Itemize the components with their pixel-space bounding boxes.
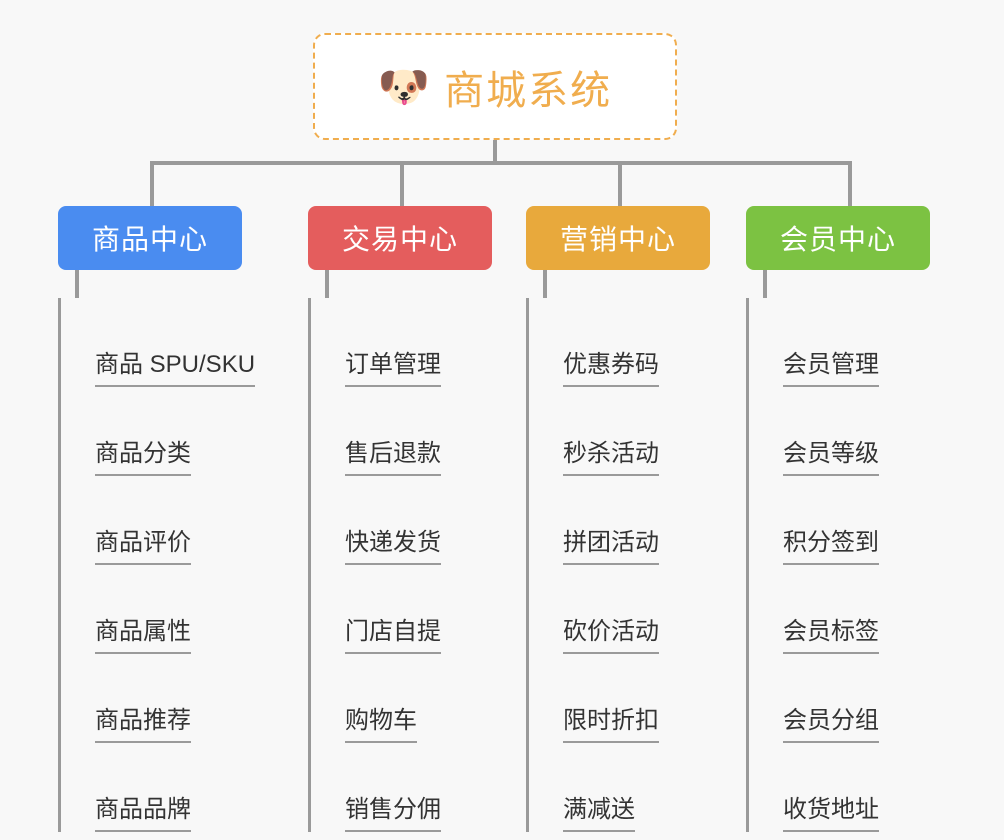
connector-drop-3 <box>618 161 622 206</box>
leaf-label: 销售分佣 <box>345 796 441 832</box>
branch-header-label-3: 营销中心 <box>559 224 676 255</box>
leaf-label: 商品分类 <box>95 440 191 476</box>
leaf-list-3: 优惠券码 秒杀活动 拼团活动 砍价活动 限时折扣 满减送 <box>526 298 710 832</box>
connector-drop-2 <box>400 161 404 206</box>
list-item[interactable]: 售后退款 <box>328 387 492 476</box>
list-item[interactable]: 门店自提 <box>328 565 492 654</box>
connector-branch-stem-1 <box>75 270 79 298</box>
branch-header-1[interactable]: 商品中心 <box>58 206 242 270</box>
root-node-shop-system[interactable]: 🐶 商城系统 <box>313 33 677 140</box>
connector-branch-stem-2 <box>325 270 329 298</box>
branch-header-label-2: 交易中心 <box>341 224 458 255</box>
leaf-list-2: 订单管理 售后退款 快递发货 门店自提 购物车 销售分佣 <box>308 298 492 832</box>
branch-header-2[interactable]: 交易中心 <box>308 206 492 270</box>
list-item[interactable]: 商品属性 <box>78 565 242 654</box>
list-item[interactable]: 订单管理 <box>328 298 492 387</box>
list-item[interactable]: 限时折扣 <box>546 654 710 743</box>
root-node-title: 商城系统 <box>444 68 613 113</box>
list-item[interactable]: 商品分类 <box>78 387 242 476</box>
leaf-label: 优惠券码 <box>563 351 659 387</box>
list-item[interactable]: 销售分佣 <box>328 743 492 832</box>
leaf-label: 砍价活动 <box>563 618 659 654</box>
branch-header-label-4: 会员中心 <box>779 224 896 255</box>
leaf-label: 商品推荐 <box>95 707 191 743</box>
leaf-label: 快递发货 <box>345 529 441 565</box>
list-item[interactable]: 积分签到 <box>766 476 930 565</box>
leaf-label: 商品评价 <box>95 529 191 565</box>
branch-column-1: 商品中心 商品 SPU/SKU 商品分类 商品评价 商品属性 商品推荐 商品品牌 <box>58 206 256 832</box>
leaf-label: 订单管理 <box>345 351 441 387</box>
leaf-label: 商品属性 <box>95 618 191 654</box>
list-item[interactable]: 秒杀活动 <box>546 387 710 476</box>
leaf-label: 门店自提 <box>345 618 441 654</box>
list-item[interactable]: 收货地址 <box>766 743 930 832</box>
leaf-label: 满减送 <box>563 796 635 832</box>
list-item[interactable]: 会员分组 <box>766 654 930 743</box>
connector-branch-stem-3 <box>543 270 547 298</box>
list-item[interactable]: 砍价活动 <box>546 565 710 654</box>
leaf-label: 会员等级 <box>783 440 879 476</box>
leaf-label: 拼团活动 <box>563 529 659 565</box>
leaf-label: 购物车 <box>345 707 417 743</box>
leaf-label: 会员管理 <box>783 351 879 387</box>
list-item[interactable]: 拼团活动 <box>546 476 710 565</box>
list-item[interactable]: 优惠券码 <box>546 298 710 387</box>
connector-drop-1 <box>150 161 154 206</box>
connector-horizontal-bus <box>150 161 852 165</box>
branch-header-4[interactable]: 会员中心 <box>746 206 930 270</box>
branch-header-label-1: 商品中心 <box>91 224 208 255</box>
leaf-label: 积分签到 <box>783 529 879 565</box>
branch-column-4: 会员中心 会员管理 会员等级 积分签到 会员标签 会员分组 收货地址 <box>746 206 930 832</box>
shiba-dog-face-icon: 🐶 <box>377 62 431 110</box>
list-item[interactable]: 购物车 <box>328 654 492 743</box>
list-item[interactable]: 会员标签 <box>766 565 930 654</box>
leaf-label: 商品品牌 <box>95 796 191 832</box>
list-item[interactable]: 会员管理 <box>766 298 930 387</box>
leaf-label: 收货地址 <box>783 796 879 832</box>
branch-header-3[interactable]: 营销中心 <box>526 206 710 270</box>
list-item[interactable]: 商品推荐 <box>78 654 242 743</box>
list-item[interactable]: 商品评价 <box>78 476 242 565</box>
leaf-label: 售后退款 <box>345 440 441 476</box>
list-item[interactable]: 满减送 <box>546 743 710 832</box>
list-item[interactable]: 商品 SPU/SKU <box>78 298 256 387</box>
branch-column-3: 营销中心 优惠券码 秒杀活动 拼团活动 砍价活动 限时折扣 满减送 <box>526 206 710 832</box>
leaf-list-1: 商品 SPU/SKU 商品分类 商品评价 商品属性 商品推荐 商品品牌 <box>58 298 256 832</box>
connector-drop-4 <box>848 161 852 206</box>
leaf-label: 商品 SPU/SKU <box>95 351 256 387</box>
connector-root-stem <box>493 140 497 165</box>
list-item[interactable]: 会员等级 <box>766 387 930 476</box>
branch-column-2: 交易中心 订单管理 售后退款 快递发货 门店自提 购物车 销售分佣 <box>308 206 492 832</box>
connector-branch-stem-4 <box>763 270 767 298</box>
leaf-label: 秒杀活动 <box>563 440 659 476</box>
leaf-list-4: 会员管理 会员等级 积分签到 会员标签 会员分组 收货地址 <box>746 298 930 832</box>
leaf-label: 会员标签 <box>783 618 879 654</box>
list-item[interactable]: 商品品牌 <box>78 743 242 832</box>
leaf-label: 会员分组 <box>783 707 879 743</box>
list-item[interactable]: 快递发货 <box>328 476 492 565</box>
leaf-label: 限时折扣 <box>563 707 659 743</box>
